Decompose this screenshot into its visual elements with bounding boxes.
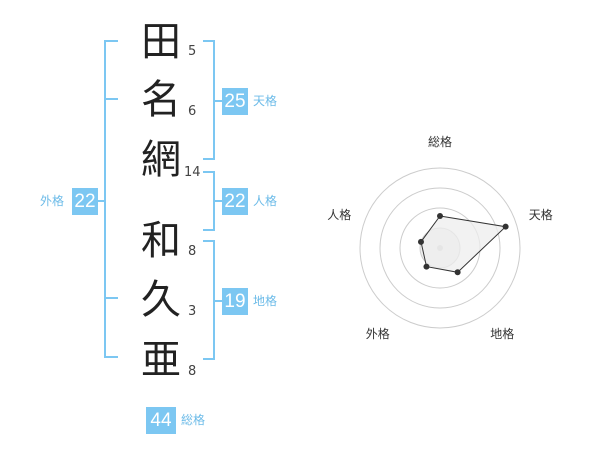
radar-polygon-layer bbox=[420, 215, 507, 273]
name-char-4: 和 bbox=[141, 218, 181, 264]
stroke-count-2: 6 bbox=[188, 104, 197, 119]
soukaku-badge: 44 bbox=[146, 407, 176, 434]
gaikaku-connector bbox=[98, 200, 104, 202]
radar-axis-label: 天格 bbox=[529, 207, 553, 222]
stroke-count-6: 8 bbox=[188, 364, 197, 379]
radar-point bbox=[437, 213, 443, 219]
radar-ring bbox=[359, 167, 521, 329]
jinkaku-badge: 22 bbox=[222, 188, 248, 215]
radar-axis-label: 総格 bbox=[428, 134, 452, 149]
chikaku-label: 地格 bbox=[253, 294, 278, 308]
soukaku-label: 総格 bbox=[181, 413, 206, 427]
radar-point bbox=[454, 269, 461, 276]
radar-ring bbox=[379, 187, 501, 309]
jinkaku-bracket bbox=[203, 171, 215, 231]
radar-series-polygon bbox=[420, 215, 507, 273]
stroke-count-1: 5 bbox=[188, 44, 197, 59]
radar-point bbox=[502, 223, 509, 230]
stroke-count-4: 8 bbox=[188, 244, 197, 259]
chikaku-bracket bbox=[203, 240, 215, 360]
tenkaku-bracket bbox=[203, 40, 215, 160]
jinkaku-label: 人格 bbox=[253, 194, 278, 208]
gaikaku-label: 外格 bbox=[40, 194, 65, 208]
name-char-3: 網 bbox=[141, 137, 181, 183]
gaikaku-bracket bbox=[104, 40, 118, 358]
radar-axis-label: 人格 bbox=[327, 207, 351, 222]
radar-axis-label: 外格 bbox=[366, 326, 390, 341]
chikaku-connector bbox=[215, 300, 222, 302]
tenkaku-badge: 25 bbox=[222, 88, 248, 115]
name-char-1: 田 bbox=[141, 19, 181, 65]
stroke-count-5: 3 bbox=[188, 304, 197, 319]
jinkaku-connector bbox=[215, 200, 222, 202]
stroke-count-3: 14 bbox=[184, 165, 201, 180]
radar-point bbox=[417, 238, 424, 245]
gaikaku-tick-lower bbox=[104, 297, 118, 299]
name-char-5: 久 bbox=[141, 277, 181, 323]
tenkaku-connector bbox=[215, 100, 222, 102]
gaikaku-tick-upper bbox=[104, 98, 118, 100]
tenkaku-label: 天格 bbox=[253, 94, 278, 108]
gaikaku-badge: 22 bbox=[72, 188, 98, 215]
radar-points bbox=[417, 213, 509, 276]
name-char-6: 亜 bbox=[141, 337, 181, 383]
radar-axis-label: 地格 bbox=[490, 326, 514, 341]
radar-point bbox=[423, 263, 430, 270]
chikaku-badge: 19 bbox=[222, 288, 248, 315]
name-char-2: 名 bbox=[141, 77, 181, 123]
